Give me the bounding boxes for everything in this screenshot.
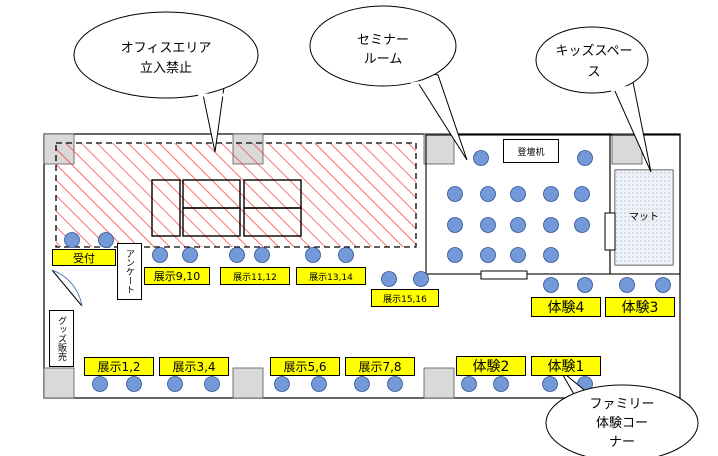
kids-space bbox=[609, 134, 681, 275]
seat bbox=[480, 247, 496, 263]
seat bbox=[574, 217, 590, 233]
office-desks bbox=[151, 179, 302, 237]
goods-label: グッズ販売 bbox=[49, 310, 74, 367]
seminar-door bbox=[480, 270, 528, 280]
seat bbox=[387, 376, 403, 392]
entrance-door bbox=[51, 269, 83, 307]
seat bbox=[619, 277, 635, 293]
booth-5-6: 展示5,6 bbox=[270, 357, 340, 376]
seat bbox=[167, 376, 183, 392]
callout-family bbox=[545, 369, 699, 456]
seat bbox=[354, 376, 370, 392]
seat bbox=[274, 376, 290, 392]
seat bbox=[543, 247, 559, 263]
pillar bbox=[232, 367, 264, 399]
reception-label: 受付 bbox=[52, 249, 116, 266]
survey-label: アンケート bbox=[117, 243, 142, 300]
seat bbox=[493, 376, 509, 392]
seat bbox=[577, 277, 593, 293]
bubble-office-line2: 立入禁止 bbox=[140, 61, 192, 76]
seat bbox=[510, 186, 526, 202]
bubble-office-line1: オフィスエリア bbox=[121, 41, 212, 56]
bubble-family-line2: 体験コー bbox=[596, 416, 648, 431]
pillar bbox=[423, 367, 455, 399]
callout-seminar bbox=[309, 5, 468, 161]
seat bbox=[98, 232, 114, 248]
seat bbox=[413, 271, 429, 287]
trial-4: 体験4 bbox=[531, 297, 601, 317]
booth-3-4: 展示3,4 bbox=[159, 357, 229, 376]
seat bbox=[510, 217, 526, 233]
bubble-family-line1: ファミリー bbox=[589, 397, 654, 412]
kids-door bbox=[604, 212, 616, 251]
booth-11-12: 展示11,12 bbox=[220, 267, 290, 285]
seat bbox=[461, 376, 477, 392]
seat bbox=[543, 277, 559, 293]
seat bbox=[543, 217, 559, 233]
seat bbox=[655, 277, 671, 293]
seat bbox=[542, 376, 558, 392]
booth-13-14: 展示13,14 bbox=[296, 267, 366, 285]
seat bbox=[152, 247, 168, 263]
mat-label: マット bbox=[629, 211, 659, 223]
seat bbox=[447, 247, 463, 263]
bubble-seminar-line1: セミナー bbox=[357, 33, 409, 48]
pillar bbox=[43, 367, 75, 399]
seat bbox=[574, 186, 590, 202]
trial-2: 体験2 bbox=[456, 356, 526, 376]
seat bbox=[182, 247, 198, 263]
pillar bbox=[423, 133, 455, 165]
desk bbox=[151, 179, 181, 237]
seat bbox=[229, 247, 245, 263]
bubble-seminar-line2: ルーム bbox=[364, 52, 403, 67]
bubble-kids-line2: ス bbox=[587, 65, 600, 80]
desk bbox=[243, 207, 302, 237]
bubble-kids-line1: キッズスペー bbox=[555, 43, 632, 59]
seat bbox=[305, 247, 321, 263]
desk bbox=[182, 207, 241, 237]
booth-7-8: 展示7,8 bbox=[345, 357, 415, 376]
seat bbox=[447, 186, 463, 202]
callout-office bbox=[73, 11, 259, 153]
seat bbox=[510, 247, 526, 263]
seat bbox=[480, 186, 496, 202]
seat bbox=[577, 150, 593, 166]
seat bbox=[311, 376, 327, 392]
booth-9-10: 展示9,10 bbox=[144, 267, 210, 285]
door-swing bbox=[51, 269, 83, 307]
seat bbox=[381, 271, 397, 287]
seat bbox=[92, 376, 108, 392]
seat bbox=[473, 150, 489, 166]
trial-1: 体験1 bbox=[531, 356, 601, 376]
trial-3: 体験3 bbox=[605, 297, 675, 317]
bubble-family-line3: ナー bbox=[609, 435, 635, 450]
callout-kids bbox=[535, 26, 652, 173]
seat bbox=[447, 217, 463, 233]
seat bbox=[64, 232, 80, 248]
seat bbox=[204, 376, 220, 392]
seat bbox=[126, 376, 142, 392]
booth-15-16: 展示15,16 bbox=[371, 289, 439, 307]
seat bbox=[338, 247, 354, 263]
seat bbox=[254, 247, 270, 263]
seat bbox=[480, 217, 496, 233]
booth-1-2: 展示1,2 bbox=[84, 357, 154, 376]
podium: 登壇机 bbox=[503, 139, 559, 163]
office-area bbox=[55, 142, 417, 248]
seat bbox=[543, 186, 559, 202]
